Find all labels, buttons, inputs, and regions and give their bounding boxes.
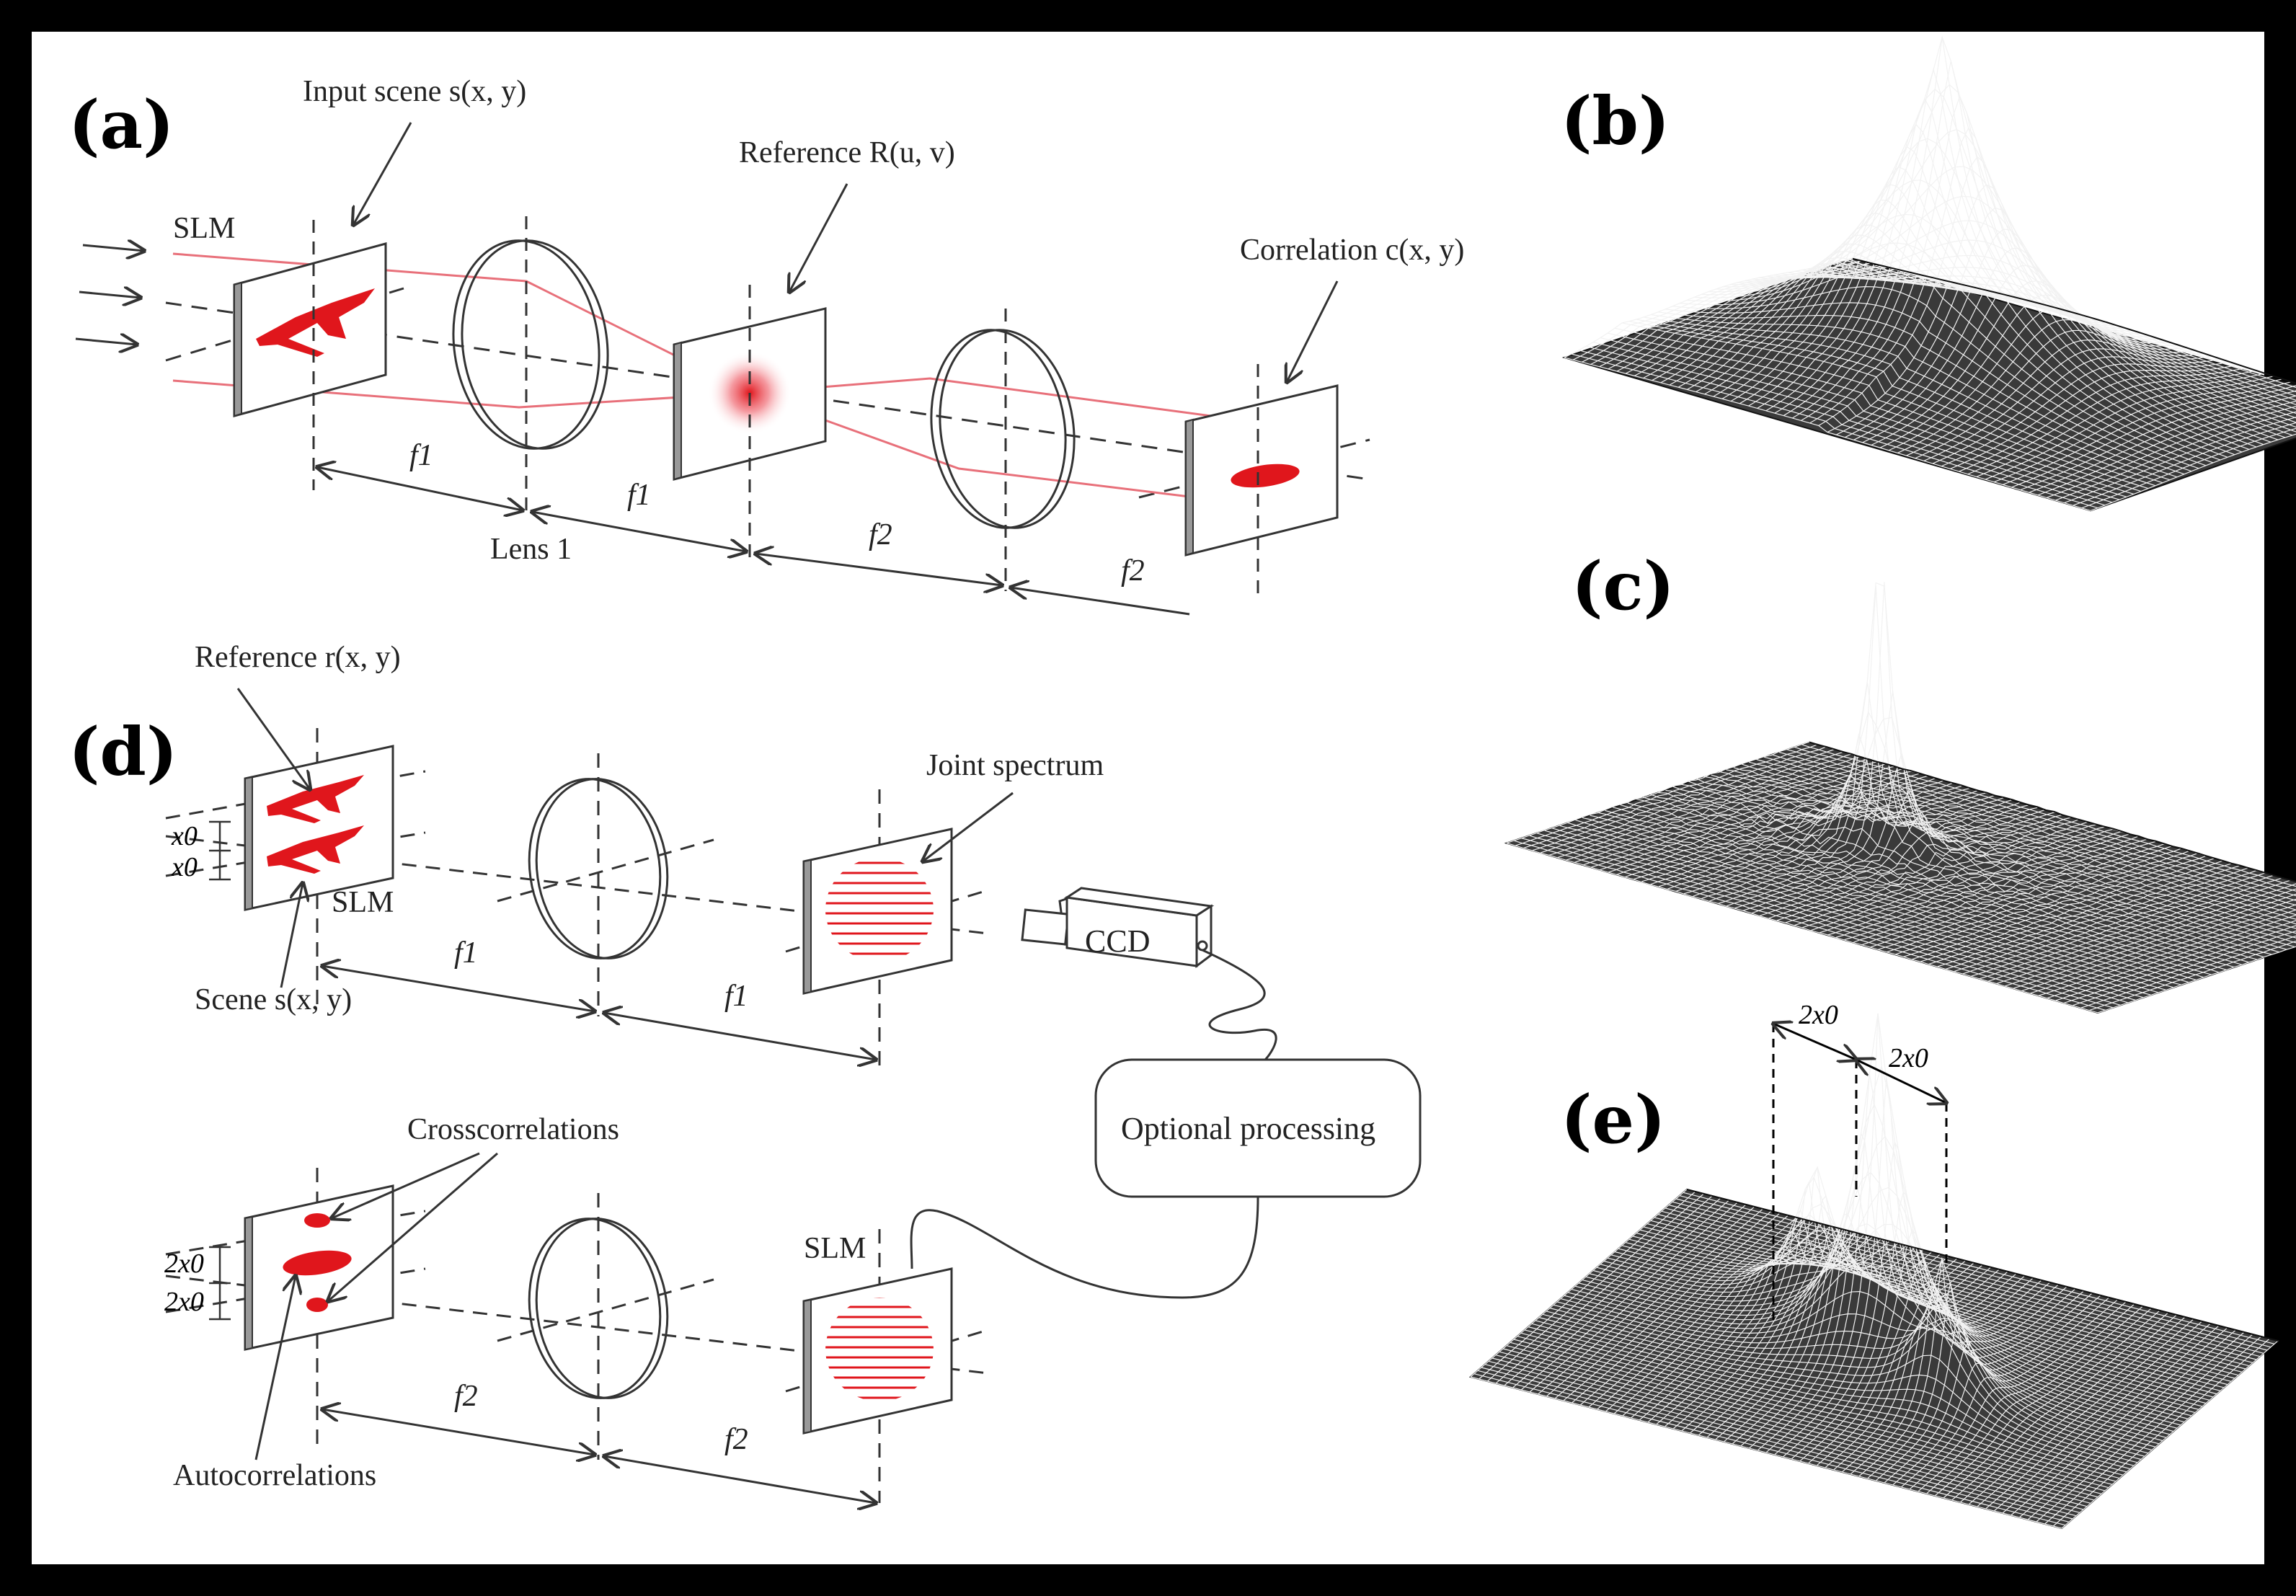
label-slm-d-top: SLM	[332, 886, 394, 919]
label-f1-d-second: f1	[724, 980, 748, 1013]
label-f2-a-second: f2	[1121, 554, 1145, 588]
label-f2-d-second: f2	[724, 1423, 748, 1456]
label-input-scene: Input scene s(x, y)	[303, 75, 526, 108]
label-crosscorrelations: Crosscorrelations	[407, 1113, 619, 1146]
label-joint-spectrum: Joint spectrum	[926, 749, 1104, 782]
label-ccd: CCD	[1085, 923, 1150, 959]
label-slm-a: SLM	[173, 212, 235, 245]
label-x0-bottom: x0	[171, 852, 198, 882]
label-reference-R: Reference R(u, v)	[739, 136, 955, 169]
label-f2-a-first: f2	[869, 518, 892, 551]
label-2x0-left: 2x0	[1799, 1000, 1838, 1030]
label-autocorrelations: Autocorrelations	[173, 1459, 376, 1492]
label-f1-a-first: f1	[409, 439, 433, 472]
joint-spectrum-fringes	[825, 858, 934, 962]
displayed-spectrum-fringes	[825, 1298, 934, 1401]
label-reference-r: Reference r(x, y)	[195, 641, 401, 674]
label-2x0-bottom: 2x0	[164, 1287, 204, 1317]
panel-label-e: (e)	[1561, 1081, 1666, 1158]
label-f2-d-first: f2	[454, 1380, 478, 1413]
label-scene-s: Scene s(x, y)	[195, 983, 352, 1016]
label-lens-1: Lens 1	[490, 533, 572, 566]
crosscorrelation-spot-bottom	[306, 1298, 328, 1312]
crosscorrelation-spot-top	[304, 1213, 330, 1228]
label-2x0-right: 2x0	[1889, 1043, 1928, 1073]
panel-label-b: (b)	[1561, 82, 1670, 160]
label-x0-top: x0	[171, 821, 198, 851]
label-f1-a-second: f1	[627, 479, 651, 512]
label-f1-d-first: f1	[454, 936, 478, 970]
panel-label-a: (a)	[68, 86, 174, 164]
panel-label-d: (d)	[68, 713, 177, 791]
panel-label-c: (c)	[1572, 547, 1675, 625]
label-2x0-top: 2x0	[164, 1249, 204, 1279]
label-optional-processing: Optional processing	[1121, 1111, 1375, 1146]
label-correlation-c: Correlation c(x, y)	[1240, 234, 1464, 267]
label-slm-d-bottom: SLM	[804, 1232, 866, 1265]
